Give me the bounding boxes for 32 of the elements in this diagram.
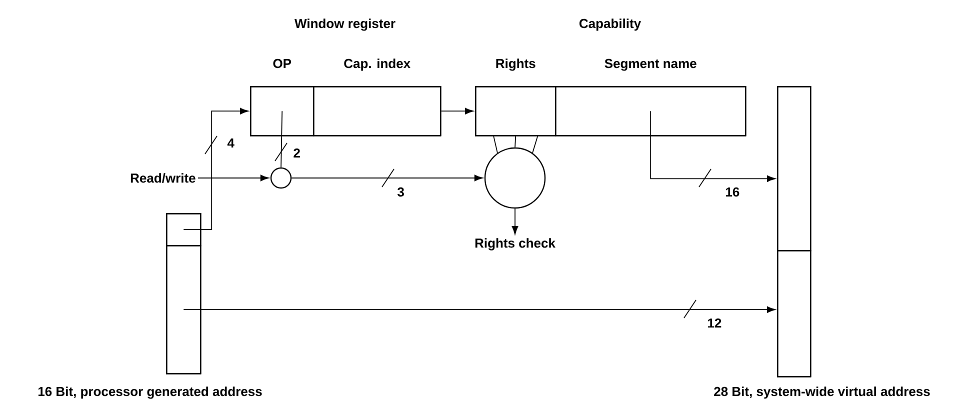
- register-field: OP: [250, 58, 314, 136]
- edge-label: 4: [226, 138, 236, 148]
- register-field: [777, 86, 812, 252]
- node-label: Rights: [496, 58, 536, 71]
- signal-label: Rights check: [475, 238, 556, 250]
- arrow: [183, 108, 248, 230]
- node-label: OP: [273, 58, 292, 68]
- register-field: [166, 245, 202, 374]
- comparator-circle: [270, 167, 292, 189]
- register-field: Segment name: [555, 58, 746, 136]
- arrow: [650, 110, 776, 182]
- arrow: [291, 174, 483, 182]
- edge-label: 16: [724, 186, 741, 198]
- register-field: Rights: [475, 58, 556, 136]
- arrow: [440, 108, 474, 114]
- comparator-circle: [484, 147, 546, 209]
- node-label: 16 Bit, processor generated address: [38, 386, 262, 399]
- register-field: [166, 213, 202, 246]
- edge-label: 12: [706, 317, 723, 329]
- register-field: Cap. index: [313, 58, 442, 136]
- node-label: Cap. index: [344, 58, 410, 71]
- node-label: Capability: [579, 18, 642, 31]
- edge-label: 2: [292, 147, 302, 159]
- node-label: Segment name: [604, 58, 696, 71]
- edge-label: 3: [396, 186, 406, 198]
- arrow: [183, 306, 776, 313]
- arrow: [512, 208, 518, 234]
- node-label: Window register: [294, 18, 396, 31]
- register-field: [777, 250, 812, 378]
- node-label: 28 Bit, system-wide virtual address: [714, 386, 930, 399]
- arrow: [198, 174, 269, 182]
- signal-label: Read/write: [130, 173, 196, 183]
